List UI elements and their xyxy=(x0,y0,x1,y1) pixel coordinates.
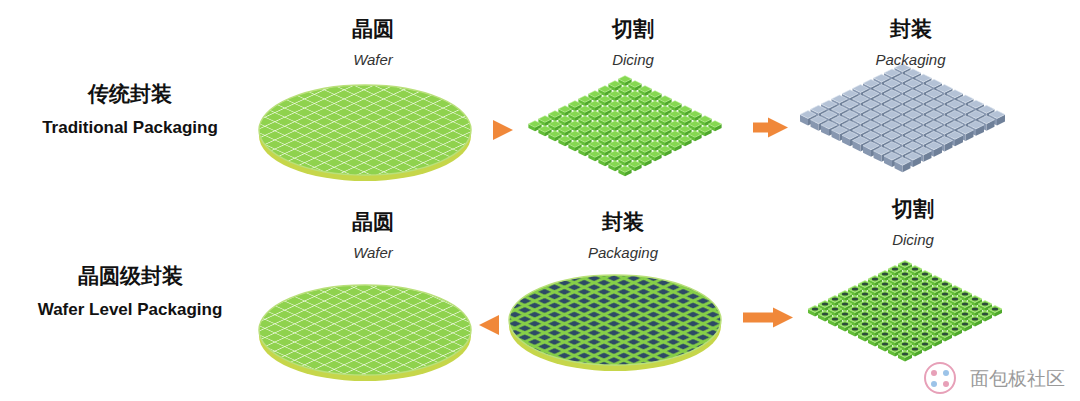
wafer-surface xyxy=(259,285,471,375)
watermark: 面包板社区 xyxy=(960,366,1075,392)
stage-subtitle: Packaging xyxy=(505,243,741,263)
logo-dot xyxy=(943,370,949,376)
row-title: 传统封装 xyxy=(10,80,250,108)
stage-title: 晶圆 xyxy=(255,16,491,42)
die xyxy=(618,166,631,177)
process-stage: 切割 Dicing xyxy=(515,12,751,192)
stage-title: 切割 xyxy=(515,16,751,42)
row-title: 晶圆级封装 xyxy=(10,262,250,290)
stage-illustration xyxy=(505,205,725,395)
stage-title: 切割 xyxy=(795,196,1031,222)
logo-dot xyxy=(931,370,937,376)
stage-subtitle: Wafer xyxy=(255,50,491,70)
row-subtitle: Traditional Packaging xyxy=(10,118,250,138)
stage-subtitle: Dicing xyxy=(795,230,1031,250)
stage-illustration xyxy=(795,192,1015,387)
logo-dot xyxy=(931,381,937,387)
stage-subtitle: Packaging xyxy=(790,50,1031,70)
process-stage: 封装 Packaging xyxy=(505,205,741,395)
flow-arrow xyxy=(743,313,781,323)
logo-ring xyxy=(925,363,955,393)
flow-arrow xyxy=(493,125,501,135)
stage-title: 封装 xyxy=(790,16,1031,42)
wafer-surface xyxy=(509,275,721,365)
stage-title: 封装 xyxy=(505,209,741,235)
die xyxy=(898,351,912,362)
row-subtitle: Wafer Level Packaging xyxy=(10,300,250,320)
process-stage: 切割 Dicing xyxy=(795,192,1031,387)
stage-subtitle: Dicing xyxy=(515,50,751,70)
die xyxy=(895,157,911,172)
stage-subtitle: Wafer xyxy=(255,243,491,263)
process-stage: 晶圆 Wafer xyxy=(255,12,491,192)
flow-arrow xyxy=(491,320,493,330)
logo-dot xyxy=(943,381,949,387)
process-stage: 晶圆 Wafer xyxy=(255,205,491,395)
flow-arrow xyxy=(753,123,776,133)
stage-title: 晶圆 xyxy=(255,209,491,235)
stage-illustration xyxy=(255,205,475,395)
wafer-surface xyxy=(259,85,471,175)
process-stage: 封装 Packaging xyxy=(790,12,1031,192)
